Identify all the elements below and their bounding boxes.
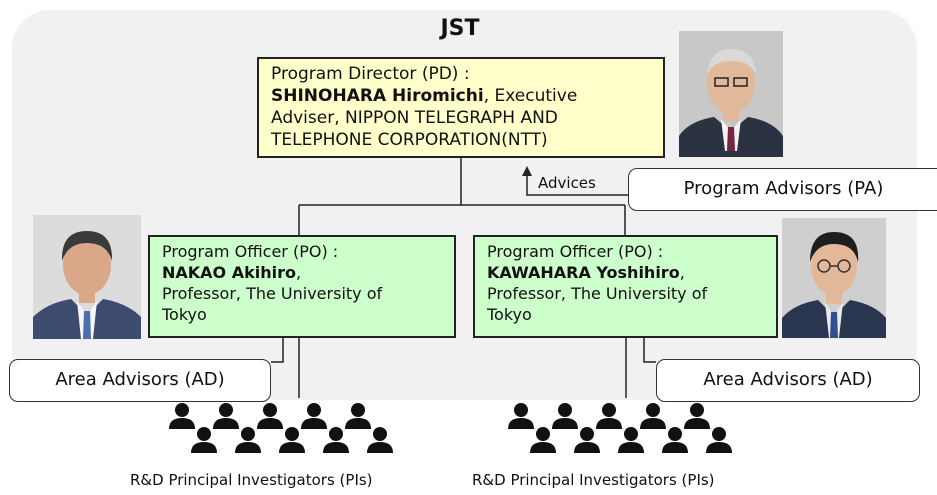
pd-photo xyxy=(679,31,783,157)
po-left-line4: Tokyo xyxy=(162,305,207,324)
po-left-name: NAKAO Akihiro xyxy=(162,263,296,282)
po-right-photo xyxy=(782,218,886,338)
area-advisors-right-box: Area Advisors (AD) xyxy=(656,359,920,402)
po-left-name-suffix: , xyxy=(296,263,302,282)
advices-label: Advices xyxy=(538,174,596,192)
po-right-line3: Professor, The University of xyxy=(487,284,708,303)
pi-left-label: R&D Principal Investigators (PIs) xyxy=(130,471,373,489)
pd-title: Program Director (PD) : xyxy=(271,64,470,84)
po-right-name-suffix: , xyxy=(679,263,685,282)
program-officer-right-box: Program Officer (PO) : KAWAHARA Yoshihir… xyxy=(473,235,778,338)
arrow-up-icon xyxy=(522,166,532,176)
pd-desc-line3: TELEPHONE CORPORATION(NTT) xyxy=(271,130,548,150)
program-officer-left-box: Program Officer (PO) : NAKAO Akihiro, Pr… xyxy=(148,235,456,338)
pi-group-left-icon xyxy=(169,403,393,453)
po-left-photo xyxy=(33,215,141,339)
po-right-name: KAWAHARA Yoshihiro xyxy=(487,263,680,282)
pi-right-label: R&D Principal Investigators (PIs) xyxy=(472,471,715,489)
po-right-line4: Tokyo xyxy=(487,305,532,324)
area-advisors-left-box: Area Advisors (AD) xyxy=(9,359,271,402)
pd-name: SHINOHARA Hiromichi xyxy=(271,86,484,106)
program-advisors-box: Program Advisors (PA) xyxy=(628,168,937,211)
po-right-title: Program Officer (PO) : xyxy=(487,242,664,261)
po-left-line3: Professor, The University of xyxy=(162,284,383,303)
jst-label: JST xyxy=(440,16,480,41)
program-director-box: Program Director (PD) : SHINOHARA Hiromi… xyxy=(257,57,665,158)
pd-desc-line2: Adviser, NIPPON TELEGRAPH AND xyxy=(271,108,558,128)
pi-group-right-icon xyxy=(508,403,732,453)
pd-desc-line1: , Executive xyxy=(483,86,578,106)
po-left-title: Program Officer (PO) : xyxy=(162,242,339,261)
